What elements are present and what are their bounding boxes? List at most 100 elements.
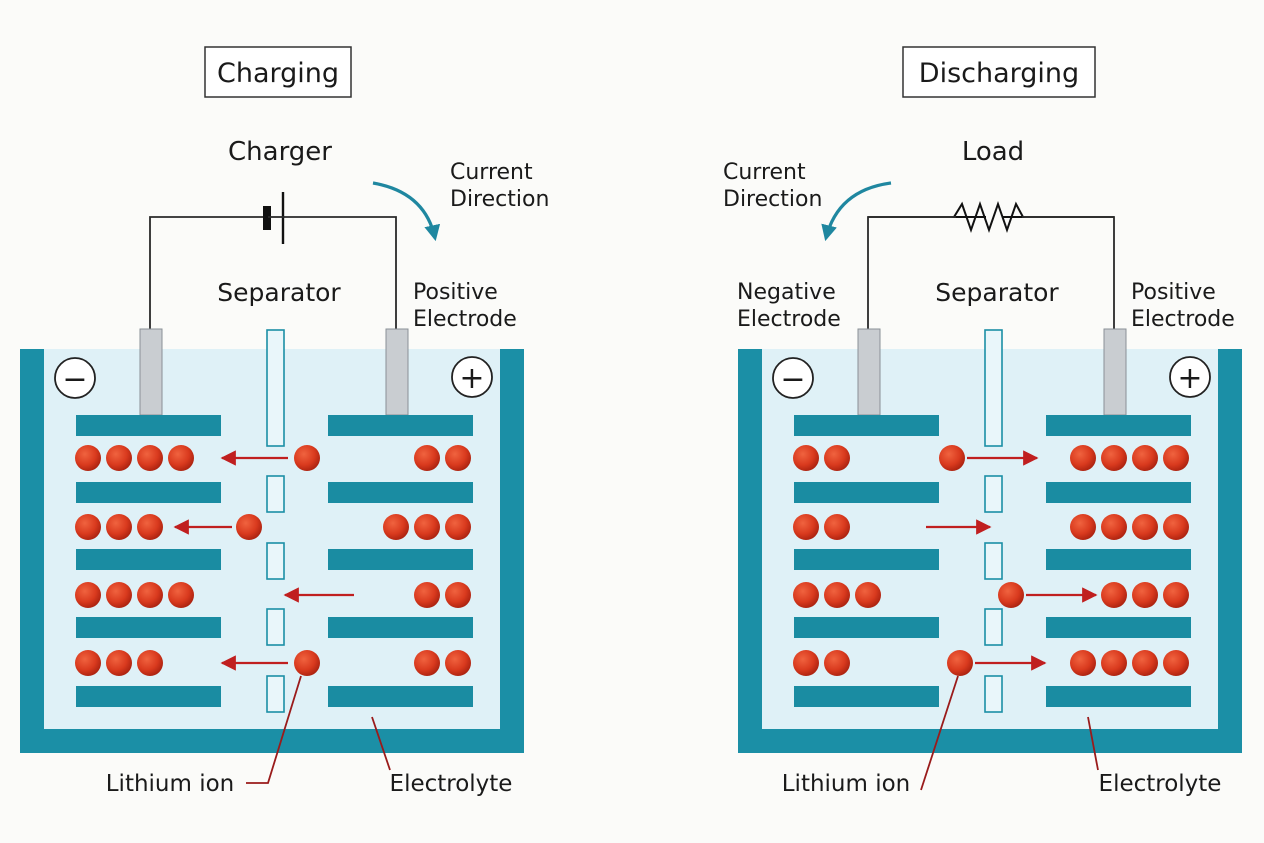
electrolyte-label: Electrolyte: [1099, 771, 1222, 797]
panel-title: Discharging: [919, 58, 1079, 89]
separator-segment: [266, 329, 285, 447]
current-direction-label-line2: Direction: [450, 187, 549, 212]
minus-symbol: −: [780, 362, 805, 397]
circuit-wire-left: [149, 216, 268, 330]
electrolyte-pointer: [1087, 716, 1099, 771]
lithium-ion-dot: [236, 514, 262, 540]
lithium-ion-dot: [793, 582, 819, 608]
lithium-ion-dot: [75, 650, 101, 676]
lithium-ion-dot: [824, 445, 850, 471]
positive-electrode-plate: [328, 482, 473, 503]
electrolyte-label: Electrolyte: [390, 771, 513, 797]
electrolyte-pointer: [371, 716, 391, 771]
negative-electrode-plate: [794, 549, 939, 570]
positive-terminal-post: [1103, 328, 1127, 416]
panel-discharging: DischargingLoadCurrentDirectionSeparator…: [723, 46, 1242, 797]
lithium-ion-dot: [106, 650, 132, 676]
negative-terminal-post: [139, 328, 163, 416]
separator-segment: [984, 329, 1003, 447]
positive-electrode-plate: [1046, 415, 1191, 436]
negative-electrode-plate: [76, 549, 221, 570]
negative-electrode-plate: [76, 415, 221, 436]
separator-segment: [984, 608, 1003, 646]
lithium-ion-dot: [106, 445, 132, 471]
lithium-ion-dot: [1070, 650, 1096, 676]
plus-terminal-icon: [1169, 356, 1211, 398]
lithium-ion-dot: [445, 514, 471, 540]
lithium-ion-dot: [294, 650, 320, 676]
negative-electrode-plate: [794, 686, 939, 707]
negative-electrode-plate: [794, 617, 939, 638]
lithium-ion-dot: [1070, 514, 1096, 540]
negative-electrode-plate: [794, 482, 939, 503]
lithium-ion-label: Lithium ion: [106, 771, 235, 797]
negative-electrode-plate: [76, 617, 221, 638]
lithium-ion-dot: [939, 445, 965, 471]
lithium-ion-dot: [414, 445, 440, 471]
separator-label: Separator: [935, 278, 1059, 307]
lithium-ion-dot: [1163, 582, 1189, 608]
lithium-ion-dot: [137, 582, 163, 608]
minus-terminal-icon: [772, 357, 814, 399]
lithium-ion-dot: [75, 514, 101, 540]
lithium-ion-label: Lithium ion: [782, 771, 911, 797]
lithium-ion-dot: [137, 650, 163, 676]
negative-electrode-plate: [76, 482, 221, 503]
positive-electrode-plate: [1046, 549, 1191, 570]
charger-label: Charger: [228, 137, 332, 167]
positive-electrode-plate: [1046, 686, 1191, 707]
lithium-ion-dot: [106, 582, 132, 608]
positive-electrode-plate: [328, 617, 473, 638]
negative-terminal-post: [857, 328, 881, 416]
lithium-ion-dot: [168, 582, 194, 608]
panel-title-box: [204, 46, 352, 98]
minus-symbol: −: [62, 362, 87, 397]
lithium-ion-dot: [1163, 445, 1189, 471]
separator-label: Separator: [217, 278, 341, 307]
separator-segment: [266, 608, 285, 646]
separator-segment: [266, 475, 285, 513]
lithium-ion-dot: [1132, 514, 1158, 540]
current-direction-label-line2: Direction: [723, 187, 822, 212]
circuit-wire-left: [867, 216, 986, 330]
lithium-ion-dot: [824, 582, 850, 608]
plus-symbol: +: [459, 361, 484, 396]
lithium-ion-dot: [793, 445, 819, 471]
lithium-ion-dot: [168, 445, 194, 471]
lithium-ion-dot: [855, 582, 881, 608]
circuit-wire-right: [1002, 216, 1115, 330]
current-direction-arrow-icon: [372, 181, 441, 242]
lithium-ion-dot: [1132, 582, 1158, 608]
lithium-ion-dot: [106, 514, 132, 540]
load-label: Load: [962, 137, 1024, 167]
lithium-ion-dot: [445, 445, 471, 471]
panel-title-box: [902, 46, 1096, 98]
lithium-ion-dot: [383, 514, 409, 540]
lithium-ion-dot: [445, 650, 471, 676]
separator-segment: [984, 542, 1003, 580]
negative-electrode-plate: [794, 415, 939, 436]
lithium-ion-dot: [294, 445, 320, 471]
lithium-ion-dot: [414, 650, 440, 676]
plus-terminal-icon: [451, 356, 493, 398]
positive-electrode-label-line2: Electrode: [413, 307, 517, 332]
lithium-ion-dot: [137, 445, 163, 471]
lithium-ion-pointer: [246, 675, 302, 784]
lithium-ion-dot: [414, 582, 440, 608]
lithium-ion-pointer: [920, 675, 959, 791]
lithium-ion-dot: [947, 650, 973, 676]
positive-terminal-post: [385, 328, 409, 416]
resistor-symbol-icon: [952, 200, 1025, 234]
positive-electrode-label-line1: Positive: [1131, 280, 1216, 305]
lithium-ion-dot: [1163, 514, 1189, 540]
negative-electrode-label-line1: Negative: [737, 280, 836, 305]
positive-electrode-plate: [328, 415, 473, 436]
current-direction-label-line1: Current: [723, 160, 806, 185]
separator-segment: [984, 675, 1003, 713]
lithium-ion-dot: [824, 514, 850, 540]
lithium-ion-dot: [998, 582, 1024, 608]
positive-electrode-plate: [1046, 617, 1191, 638]
current-direction-arrow-icon: [821, 181, 892, 242]
minus-terminal-icon: [54, 357, 96, 399]
